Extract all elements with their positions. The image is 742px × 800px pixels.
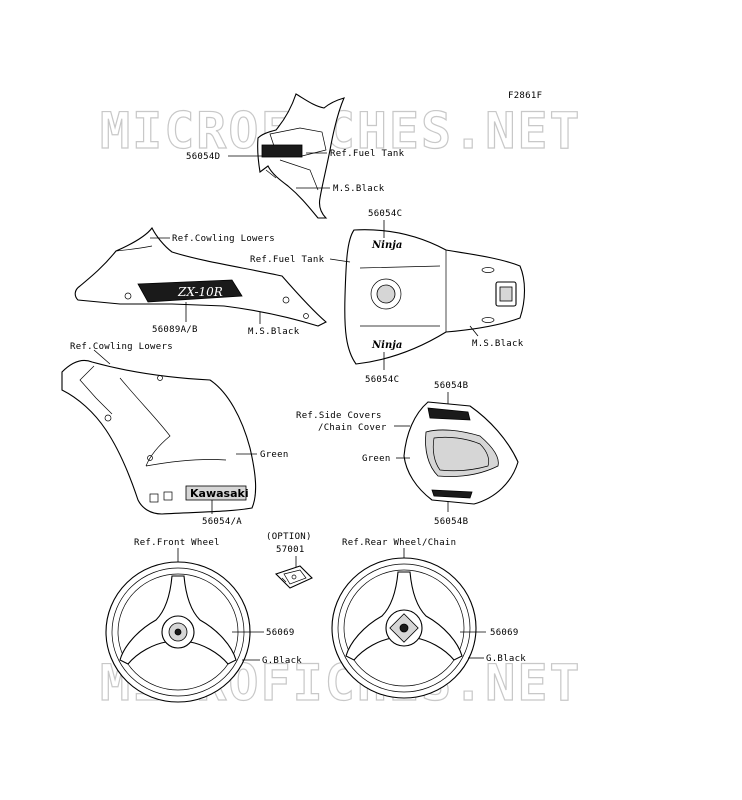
rear-wheel-part xyxy=(331,557,477,699)
label-56054C-bottom: 56054C xyxy=(365,375,399,385)
fuel-tank-part: Ninja Ninja xyxy=(344,229,526,365)
label-ms-black-top: M.S.Black xyxy=(333,184,385,194)
label-ref-cowling-lowers-2: Ref.Cowling Lowers xyxy=(70,342,173,352)
option-kit-part xyxy=(274,565,313,589)
watermark-top: MICROFICHES.NET xyxy=(100,102,582,160)
label-ms-black-mid: M.S.Black xyxy=(248,327,300,337)
label-ref-rear-wheel: Ref.Rear Wheel/Chain xyxy=(342,538,456,548)
figure-code: F2861F xyxy=(508,91,542,101)
front-wheel-part xyxy=(105,561,251,703)
label-56069-front: 56069 xyxy=(266,628,295,638)
label-57001: 57001 xyxy=(276,545,305,555)
kawasaki-decal-bg xyxy=(185,485,247,501)
side-decal-upper xyxy=(427,407,471,421)
lower-cowling-part: Kawasaki xyxy=(61,359,257,515)
seat-cowl-part xyxy=(403,401,519,505)
zx10r-decal-text: ZX-10R xyxy=(177,285,223,299)
label-56054C-top: 56054C xyxy=(368,209,402,219)
label-ref-fuel-tank-top: Ref.Fuel Tank xyxy=(330,149,405,159)
side-decal-lower xyxy=(431,489,473,499)
label-56054B-bottom: 56054B xyxy=(434,517,468,527)
label-gblack-front: G.Black xyxy=(262,656,302,666)
label-green-cover: Green xyxy=(362,454,391,464)
label-56069-rear: 56069 xyxy=(490,628,519,638)
label-option: (OPTION) xyxy=(266,532,312,542)
label-ref-front-wheel: Ref.Front Wheel xyxy=(134,538,220,548)
label-56089: 56089A/B xyxy=(152,325,198,335)
fuel-cap xyxy=(370,278,402,310)
label-56054B-top: 56054B xyxy=(434,381,468,391)
zx10r-decal-bg xyxy=(137,279,243,303)
label-gblack-rear: G.Black xyxy=(486,654,526,664)
ninja-decal-bottom: Ninja xyxy=(371,340,402,351)
tail-section-part xyxy=(257,93,345,219)
label-56054A: 56054/A xyxy=(202,517,242,527)
ninja-decal-top: Ninja xyxy=(371,240,402,251)
tail-decal-56054D xyxy=(261,144,303,158)
label-ref-side-covers-1: Ref.Side Covers xyxy=(296,411,382,421)
kawasaki-decal-text: Kawasaki xyxy=(190,487,249,500)
label-ref-fuel-tank-mid: Ref.Fuel Tank xyxy=(250,255,325,265)
label-green-cowl: Green xyxy=(260,450,289,460)
upper-cowling-part: ZX-10R xyxy=(74,226,327,327)
label-56054D: 56054D xyxy=(186,152,220,162)
label-ref-cowling-lowers-1: Ref.Cowling Lowers xyxy=(172,234,275,244)
label-ref-side-covers-2: /Chain Cover xyxy=(318,423,387,433)
label-ms-black-tank: M.S.Black xyxy=(472,339,524,349)
